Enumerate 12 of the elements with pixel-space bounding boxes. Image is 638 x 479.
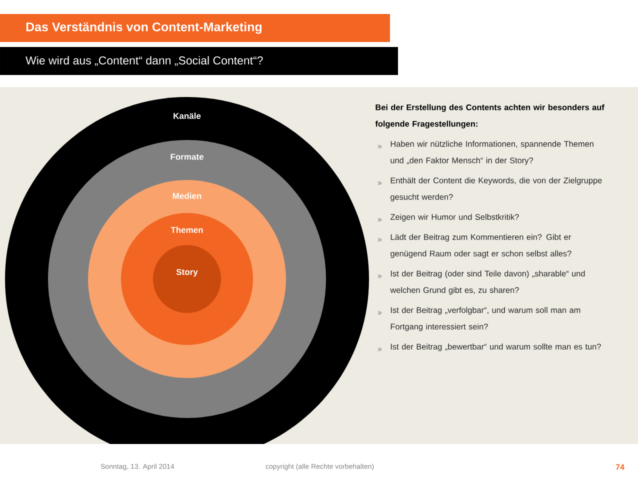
bullet-text: Ist der Beitrag „verfolgbar“, und warum soll man am Fortgang interessiert sein? — [390, 307, 580, 332]
ring: Story — [153, 245, 221, 313]
page-number: 74 — [616, 464, 624, 470]
list-heading: Bei der Erstellung des Contents achten wir besonders auf folgende Fragestellungen: — [375, 104, 604, 128]
bullet-text: Ist der Beitrag (oder sind Teile davon) „sharable“ und welchen Grund gibt es, zu sharen? — [390, 270, 585, 295]
bullet-text: Haben wir nützliche Informationen, spannende Themen und „den Faktor Mensch“ in der Story? — [390, 140, 594, 165]
bullet-text: Enthält der Content die Keywords, die von der Zielgruppe gesucht werden? — [390, 177, 602, 202]
bullet-text: Lädt der Beitrag zum Kommentieren ein? Gibt er genügend Raum oder sagt er schon selbst alles? — [390, 234, 572, 258]
subtitle-bar: Wie wird aus „Content“ dann „Social Content“? — [0, 47, 398, 75]
bullet-text: Zeigen wir Humor und Selbstkritik? — [390, 214, 519, 222]
title-bar: Das Verständnis von Content-Marketing — [0, 14, 390, 42]
bullet-text: Ist der Beitrag „bewertbar“ und warum sollte man es tun? — [390, 344, 601, 352]
